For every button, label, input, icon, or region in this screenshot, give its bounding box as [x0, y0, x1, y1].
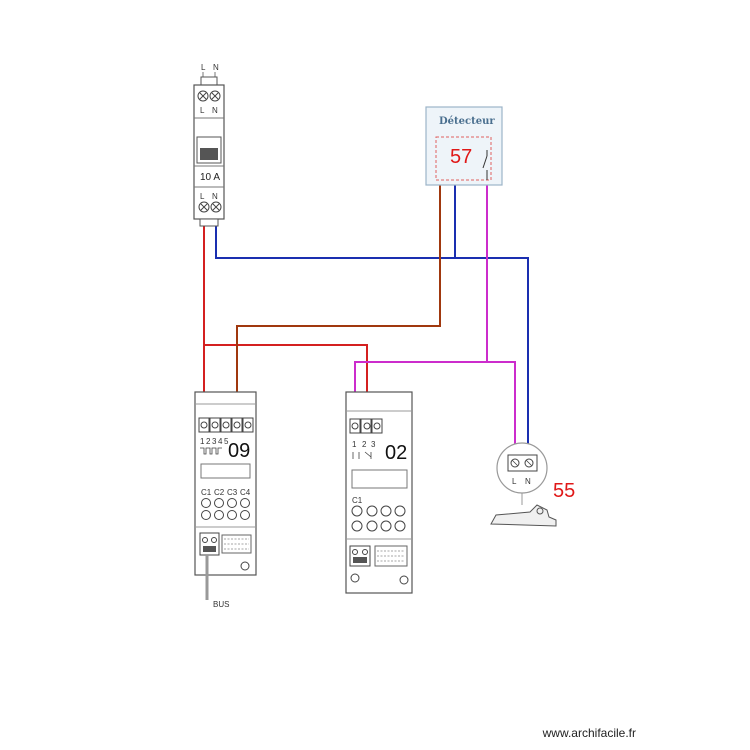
watermark: www.archifacile.fr [542, 726, 636, 740]
module-09-channel: 1 [200, 437, 205, 446]
module-02-button[interactable] [366, 505, 378, 517]
module-02-button[interactable] [351, 505, 363, 517]
module-09-channel: 2 [206, 437, 211, 446]
module-02-number: 02 [385, 442, 407, 464]
module-09: 1 2 3 4 5 09 C1 C2 C3 C4 [194, 391, 257, 609]
module-09-button[interactable] [214, 498, 224, 508]
detector-box: Détecteur 57 [425, 106, 503, 186]
module-09-button[interactable] [201, 510, 211, 520]
module-09-channel: 4 [218, 437, 223, 446]
neutral-wire [215, 210, 529, 460]
switched-wire [236, 180, 441, 425]
module-09-channel-label: C2 [214, 488, 225, 497]
detector-number: 57 [450, 146, 472, 168]
breaker-rating: 10 A [200, 172, 220, 183]
lamp-number: 55 [553, 480, 575, 502]
breaker-term-label-n: N [212, 106, 218, 115]
module-09-terminals [198, 417, 254, 433]
wires [203, 180, 529, 460]
module-02-channel-label: C1 [352, 496, 363, 505]
module-02-terminal-number: 3 [371, 440, 376, 449]
module-09-channel-labels: C1 C2 C3 C4 [201, 488, 251, 497]
module-02-terminal-numbers: 1 2 3 [352, 440, 376, 449]
return-wire-lamp [487, 361, 516, 460]
module-09-channel: 3 [212, 437, 217, 446]
module-09-channel-label: C1 [201, 488, 212, 497]
module-02-terminals [349, 418, 383, 434]
breaker-bottom-label-l: L [200, 192, 205, 201]
return-wire [354, 180, 488, 425]
module-02-buttons [351, 505, 406, 532]
module-02-button[interactable] [394, 520, 406, 532]
module-09-display [200, 463, 251, 479]
bus-label: BUS [213, 600, 229, 609]
module-09-button[interactable] [240, 498, 250, 508]
module-09-button[interactable] [240, 510, 250, 520]
module-09-channel: 5 [224, 437, 229, 446]
module-09-channel-label: C4 [240, 488, 251, 497]
detector-switch-icon [482, 155, 488, 169]
module-09-channel-label: C3 [227, 488, 238, 497]
lamp-label-l: L [512, 477, 517, 486]
module-02-button[interactable] [380, 505, 392, 517]
breaker-term-label-l: L [200, 106, 205, 115]
module-02-terminal-number: 2 [362, 440, 367, 449]
module-09-button[interactable] [227, 498, 237, 508]
module-09-button[interactable] [227, 510, 237, 520]
circuit-breaker: L N L N 10 A L N [193, 63, 225, 227]
module-02-button[interactable] [394, 505, 406, 517]
breaker-top-label-n: N [213, 63, 219, 72]
module-09-channel-numbers: 1 2 3 4 5 [200, 437, 229, 446]
module-02: 1 2 3 02 C1 [345, 391, 413, 594]
module-09-number: 09 [228, 440, 250, 462]
detector-title: Détecteur [439, 116, 495, 127]
module-02-button[interactable] [351, 520, 363, 532]
module-09-button[interactable] [214, 510, 224, 520]
module-09-button[interactable] [201, 498, 211, 508]
module-02-terminal-number: 1 [352, 440, 357, 449]
module-02-button[interactable] [366, 520, 378, 532]
module-02-button[interactable] [380, 520, 392, 532]
module-02-relay-icon [352, 451, 372, 459]
lamp-icon [490, 504, 557, 527]
lamp-fixture: L N 55 [490, 442, 575, 527]
module-09-buttons [201, 498, 250, 520]
breaker-bottom-label-n: N [212, 192, 218, 201]
lamp-label-n: N [525, 477, 531, 486]
module-02-display [351, 469, 408, 489]
breaker-top-label-l: L [201, 63, 206, 72]
